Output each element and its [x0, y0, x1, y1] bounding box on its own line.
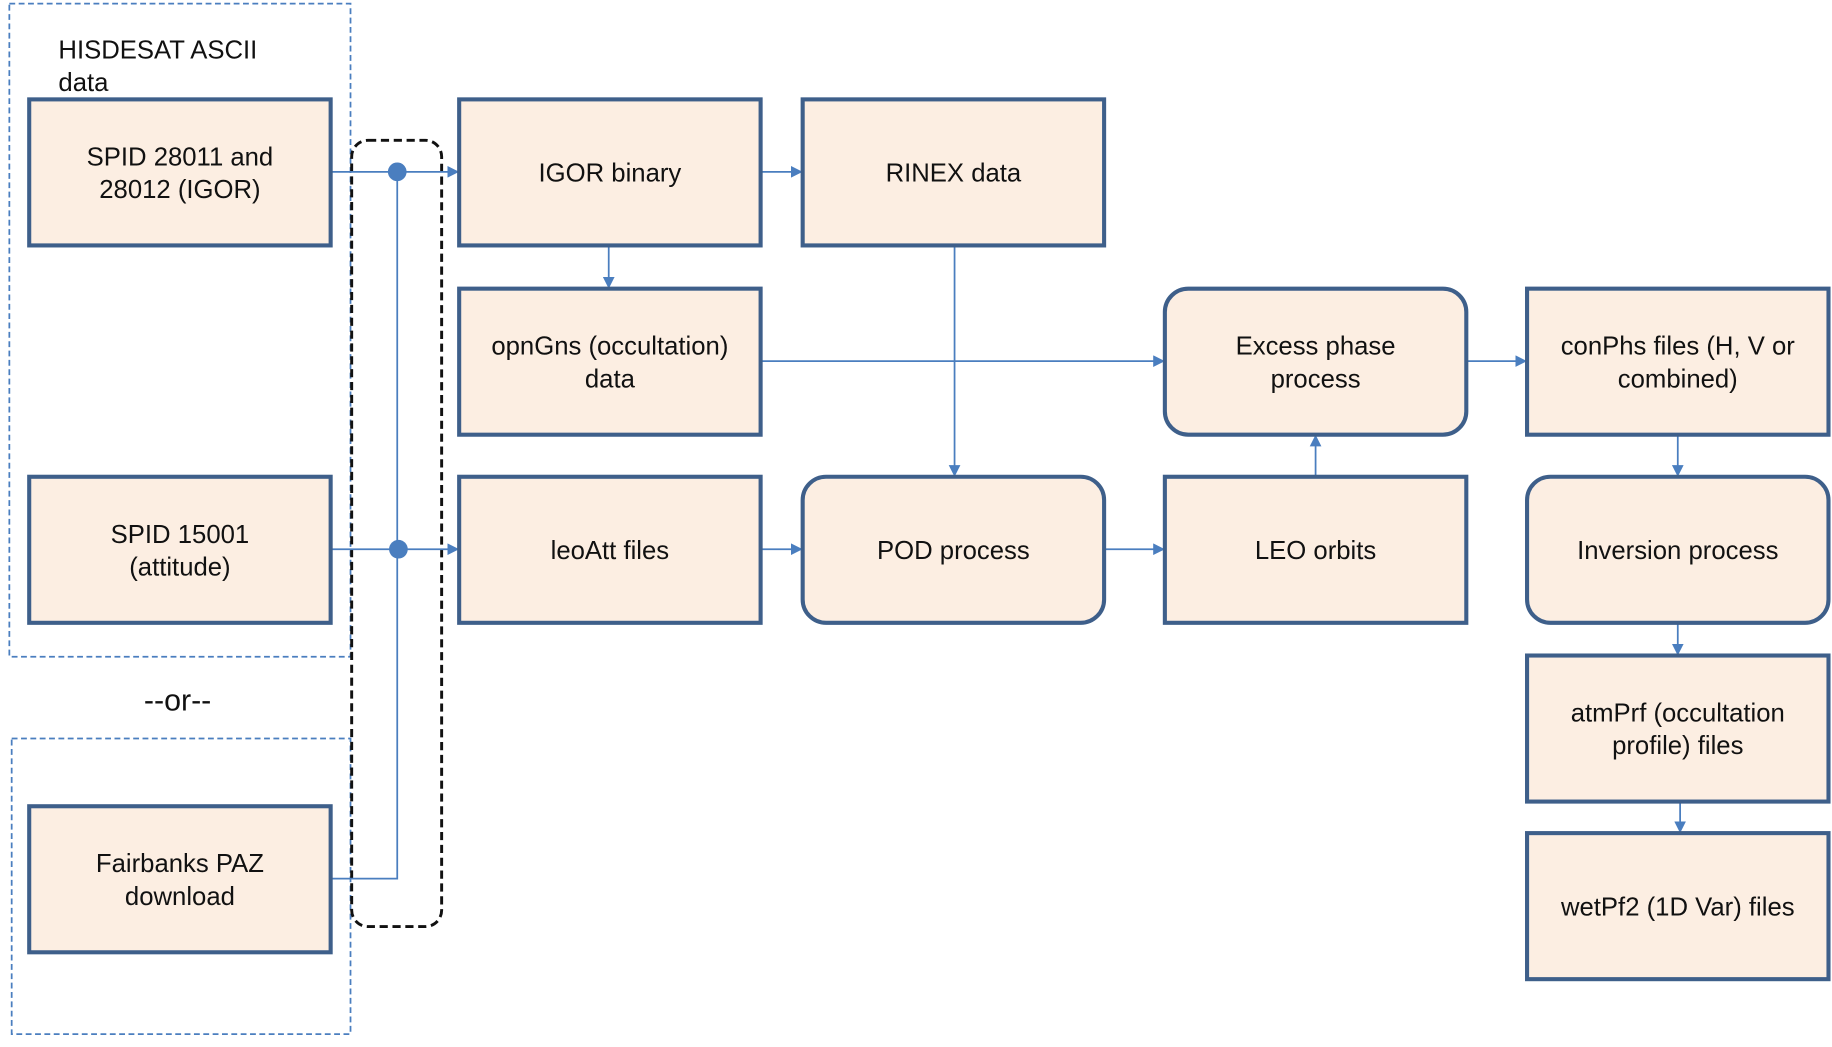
node-wetpf2-files: wetPf2 (1D Var) files: [1525, 831, 1831, 982]
node-label: profile) files: [1612, 732, 1743, 760]
node-box: [800, 474, 1107, 625]
node-box: [27, 804, 333, 955]
node-label: RINEX data: [886, 160, 1022, 188]
node-box: [800, 97, 1107, 248]
node-leoatt-files: leoAtt files: [457, 474, 763, 625]
node-box: [27, 97, 333, 248]
node-atmprf-files: atmPrf (occultation profile) files: [1525, 653, 1831, 804]
node-label: opnGns (occultation): [491, 333, 728, 361]
node-box: [1525, 286, 1831, 437]
node-label: (attitude): [129, 553, 230, 581]
node-label: process: [1271, 365, 1361, 393]
node-label: IGOR binary: [539, 160, 682, 188]
node-label: LEO orbits: [1255, 537, 1376, 565]
node-fairbanks-paz: Fairbanks PAZ download: [27, 804, 333, 955]
node-label: Excess phase: [1236, 333, 1396, 361]
node-label: SPID 15001: [111, 521, 250, 549]
junction-dot: [387, 162, 407, 182]
node-label: data: [585, 365, 636, 393]
input-merge-bracket: [350, 138, 444, 929]
node-conphs-files: conPhs files (H, V or combined): [1525, 286, 1831, 437]
or-label: --or--: [144, 684, 211, 717]
node-label: SPID 28011 and: [87, 143, 274, 171]
node-box: [457, 97, 763, 248]
node-inversion-process: Inversion process: [1525, 474, 1831, 625]
node-label: conPhs files (H, V or: [1561, 333, 1796, 361]
node-box: [1525, 474, 1831, 625]
node-box: [1162, 474, 1469, 625]
node-box: [457, 474, 763, 625]
node-opngns-data: opnGns (occultation) data: [457, 286, 763, 437]
node-label: Inversion process: [1577, 537, 1778, 565]
node-label: combined): [1618, 365, 1738, 393]
node-box: [1162, 286, 1469, 437]
junction-dot: [389, 539, 408, 559]
node-box: [1525, 831, 1831, 982]
node-label: Fairbanks PAZ: [96, 850, 264, 878]
node-pod-process: POD process: [800, 474, 1107, 625]
node-box: [1525, 653, 1831, 804]
node-label: 28012 (IGOR): [99, 176, 260, 204]
node-leo-orbits: LEO orbits: [1162, 474, 1469, 625]
node-label: leoAtt files: [551, 537, 670, 565]
node-label: POD process: [877, 537, 1030, 565]
node-label: download: [125, 883, 235, 911]
node-label: wetPf2 (1D Var) files: [1560, 893, 1795, 921]
node-excess-phase-process: Excess phase process: [1162, 286, 1469, 437]
node-rinex-data: RINEX data: [800, 97, 1107, 248]
hisdesat-group: [8, 2, 352, 658]
node-box: [457, 286, 763, 437]
edge-fairbanks-paz-trunk: [330, 171, 399, 880]
node-spid-15001: SPID 15001 (attitude): [27, 474, 333, 625]
node-label: atmPrf (occultation: [1571, 700, 1785, 728]
node-box: [27, 474, 333, 625]
node-igor-binary: IGOR binary: [457, 97, 763, 248]
node-spid-28011: SPID 28011 and 28012 (IGOR): [27, 97, 333, 248]
